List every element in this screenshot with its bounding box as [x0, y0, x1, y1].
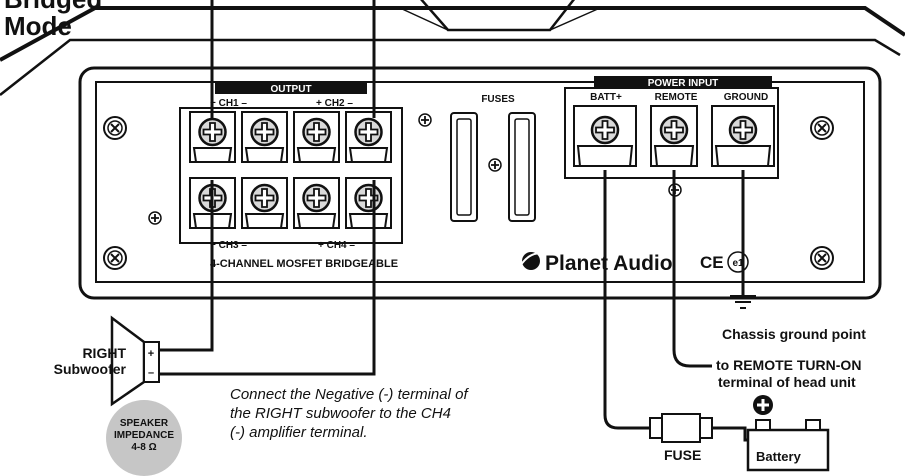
ch1-negative-terminal[interactable]: [242, 112, 287, 162]
ch1-positive-terminal[interactable]: [190, 112, 235, 162]
ce-mark: CE: [700, 253, 724, 272]
fuse-holder-icon: [649, 413, 713, 443]
subwoofer-label-line2: Subwoofer: [53, 361, 126, 377]
batt-label: BATT+: [590, 92, 622, 103]
battery-positive-icon: [753, 395, 773, 415]
mount-screw-icon: [810, 116, 834, 140]
batt-terminal[interactable]: [573, 105, 637, 167]
planet-audio-logo: Planet Audio: [519, 252, 673, 275]
small-screw-icon: [148, 211, 162, 225]
model-text: 4-CHANNEL MOSFET BRIDGEABLE: [210, 258, 398, 270]
output-label-bar: [215, 82, 367, 94]
ground-terminal[interactable]: [711, 105, 775, 167]
battery-icon: [746, 419, 830, 472]
ch2-positive-terminal[interactable]: [294, 112, 339, 162]
fuse-slot-2[interactable]: [508, 112, 536, 222]
mount-screw-icon: [103, 246, 127, 270]
remote-label-line1: to REMOTE TURN-ON: [716, 357, 862, 373]
negative-speaker-wire: [160, 0, 376, 376]
power-input-label-bar: [594, 76, 772, 88]
power-input-label: POWER INPUT: [648, 78, 719, 89]
ch3-label: + CH3 –: [210, 240, 247, 251]
brand-name: Planet Audio: [545, 252, 673, 275]
subwoofer-label-line1: RIGHT: [82, 345, 126, 361]
chassis-ground-wire: [730, 170, 756, 309]
subwoofer-label: RIGHT Subwoofer: [36, 345, 126, 377]
ch2-negative-terminal[interactable]: [346, 112, 391, 162]
remote-terminal[interactable]: [650, 105, 698, 167]
ch1-label: + CH1 –: [210, 98, 247, 109]
fuses-label: FUSES: [481, 94, 515, 105]
mount-screw-icon: [103, 116, 127, 140]
svg-text:+: +: [148, 348, 154, 360]
remote-wire: [672, 170, 712, 368]
fuse-label: FUSE: [664, 447, 702, 463]
badge-line3: 4-8 Ω: [131, 442, 157, 453]
mount-screw-icon: [810, 246, 834, 270]
badge-line1: SPEAKER: [119, 418, 169, 429]
e-mark: e1: [732, 258, 744, 269]
speaker-impedance-badge: SPEAKER IMPEDANCE 4-8 Ω: [106, 400, 182, 476]
ground-label: GROUND: [724, 92, 768, 103]
battery-wire-to-fuse: [603, 170, 650, 430]
ch4-negative-terminal[interactable]: [346, 178, 391, 228]
title-line-1: Bridged: [4, 0, 102, 13]
fuse-slot-1[interactable]: [450, 112, 478, 222]
output-label: OUTPUT: [270, 84, 311, 95]
remote-label-line2: terminal of head unit: [718, 374, 856, 390]
subwoofer-icon: + –: [110, 315, 160, 407]
svg-text:–: –: [148, 367, 154, 379]
remote-label: REMOTE: [655, 92, 698, 103]
ch4-label: + CH4 –: [318, 240, 355, 251]
small-screw-icon: [488, 158, 502, 172]
ch4-positive-terminal[interactable]: [294, 178, 339, 228]
battery-label: Battery: [756, 449, 801, 464]
badge-line2: IMPEDANCE: [113, 430, 174, 441]
instruction-note: Connect the Negative (-) terminal of the…: [230, 386, 468, 441]
ch3-negative-terminal[interactable]: [242, 178, 287, 228]
positive-speaker-wire: [160, 0, 214, 352]
small-screw-icon: [418, 113, 432, 127]
ch2-label: + CH2 –: [316, 98, 353, 109]
chassis-ground-label: Chassis ground point: [722, 326, 866, 342]
